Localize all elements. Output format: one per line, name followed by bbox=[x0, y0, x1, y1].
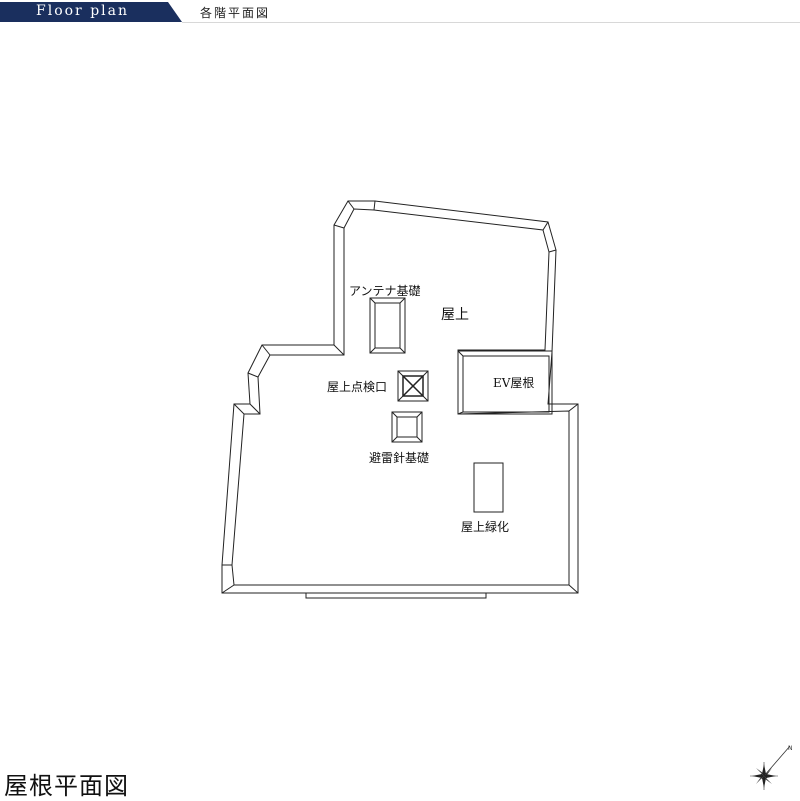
rooftop-greening-box bbox=[473, 462, 504, 513]
label-rooftop: 屋上 bbox=[441, 307, 469, 323]
header-divider bbox=[182, 22, 800, 23]
header-tab-shape bbox=[0, 2, 182, 22]
antenna-base-box bbox=[369, 297, 406, 354]
header-subtitle: 各階平面図 bbox=[200, 6, 271, 20]
ev-roof-box bbox=[457, 350, 553, 415]
label-antenna-base: アンテナ基礎 bbox=[349, 284, 421, 298]
bottom-step bbox=[305, 592, 487, 599]
outer-wall-inner bbox=[231, 208, 570, 586]
compass-north-mark: N bbox=[788, 745, 793, 752]
label-roof-hatch: 屋上点検口 bbox=[327, 380, 388, 394]
header-tab-label: Floor plan bbox=[36, 3, 129, 19]
page-title: 屋根平面図 bbox=[4, 772, 129, 800]
outer-wall-outer bbox=[221, 200, 579, 594]
roof-hatch-box bbox=[397, 370, 429, 402]
compass-rose-icon: N bbox=[750, 745, 793, 790]
label-rooftop-greening: 屋上緑化 bbox=[461, 520, 510, 534]
header-tab: Floor plan bbox=[0, 2, 182, 22]
label-ev-roof: EV屋根 bbox=[493, 376, 535, 390]
label-lightning-rod-base: 避雷針基礎 bbox=[369, 451, 430, 465]
lightning-rod-base-box bbox=[391, 411, 423, 443]
